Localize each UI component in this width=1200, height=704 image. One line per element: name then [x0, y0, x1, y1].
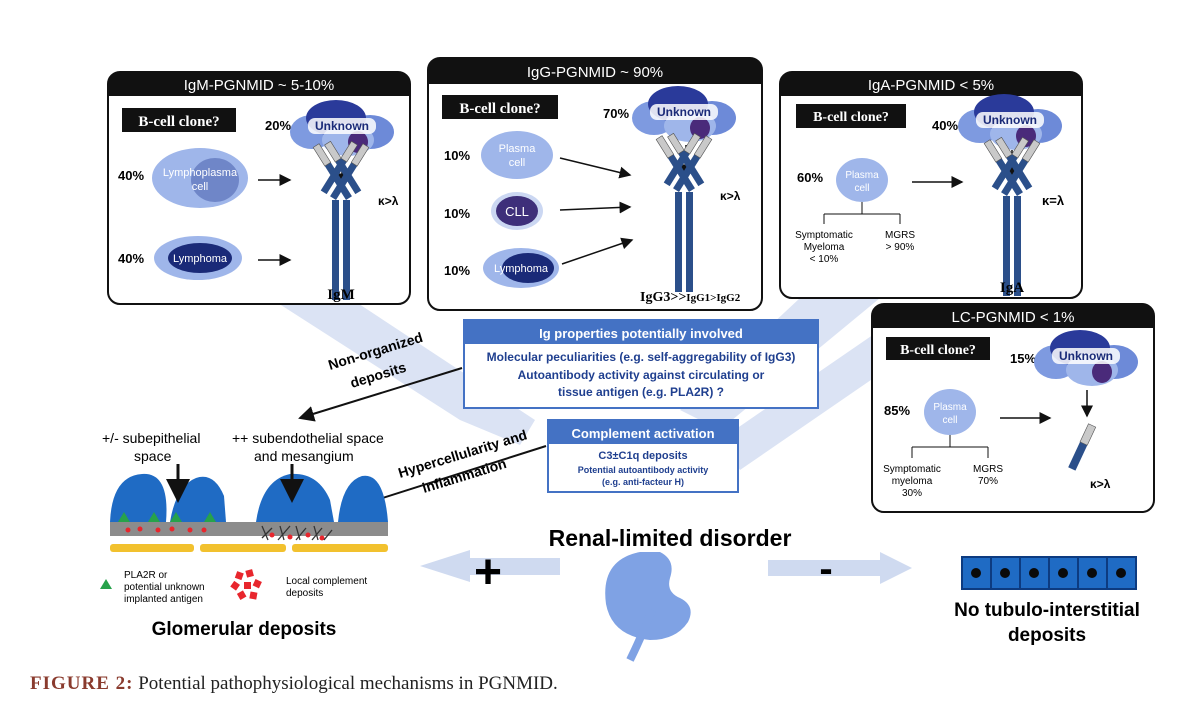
iga-cell-pct: 60% — [797, 170, 823, 185]
igm-title: IgM-PGNMID ~ 5-10% — [184, 77, 334, 94]
iga-branch-lines — [823, 202, 901, 224]
iga-branch2-2: > 90% — [886, 242, 915, 253]
caption-text: Potential pathophysiological mechanisms … — [138, 673, 558, 694]
ig-props-header: Ig properties potentially involved — [539, 326, 743, 341]
minus-sign: - — [819, 547, 832, 591]
subendothelial-label-1: ++ subendothelial space — [232, 430, 384, 446]
glomerular-diagram: +/- subepithelial space ++ subendothelia… — [100, 430, 388, 640]
lc-branch2-2: 70% — [978, 476, 998, 487]
igg-label-sub: IgG1>IgG2 — [686, 292, 740, 304]
lc-plasma-cell — [924, 389, 976, 435]
no-tubulo-1: No tubulo-interstitial — [954, 600, 1140, 621]
igg-label-main: IgG3>> — [640, 290, 686, 305]
igg-cell1-pct: 10% — [444, 148, 470, 163]
lc-cell-label-2: cell — [942, 415, 957, 426]
subepithelial-label-2: space — [134, 448, 172, 464]
tubule-icon — [961, 556, 1137, 590]
igg-unknown-label: Unknown — [657, 105, 711, 119]
lc-unknown-pct: 15% — [1010, 351, 1036, 366]
igm-cell1-label-1: Lymphoplasma — [163, 167, 238, 179]
igg-cell2-pct: 10% — [444, 206, 470, 221]
caption-label: FIGURE 2: — [30, 673, 134, 694]
iga-branch1-1: Symptomatic — [795, 230, 853, 241]
igg-cell3-pct: 10% — [444, 263, 470, 278]
complement-legend-2: deposits — [286, 588, 323, 599]
glomerular-title: Glomerular deposits — [152, 619, 337, 640]
complement-line2: Potential autoantibody activity — [578, 465, 709, 475]
lc-branch1-1: Symptomatic — [883, 464, 941, 475]
lc-cell-label-1: Plasma — [933, 402, 967, 413]
igg-panel: IgG-PGNMID ~ 90% B-cell clone? 70% Unkno… — [427, 57, 763, 311]
igm-unknown-pct: 20% — [265, 118, 291, 133]
pla2r-legend-1: PLA2R or — [124, 570, 168, 581]
ig-props-line1: Molecular peculiarities (e.g. self-aggre… — [487, 350, 796, 364]
ig-props-line3: tissue antigen (e.g. PLA2R) ? — [558, 385, 724, 399]
subendothelial-label-2: and mesangium — [254, 448, 354, 464]
renal-limited: Renal-limited disorder + - No tubulo-int… — [474, 525, 1140, 662]
pla2r-legend-3: implanted antigen — [124, 594, 203, 605]
lc-branch2-1: MGRS — [973, 464, 1003, 475]
ig-props-line2: Autoantibody activity against circulatin… — [518, 368, 765, 382]
igm-cell1-pct: 40% — [118, 168, 144, 183]
iga-panel: IgA-PGNMID < 5% B-cell clone? 40% Unknow… — [779, 71, 1083, 299]
iga-branch1-2: Myeloma — [804, 242, 845, 253]
iga-branch1-3: < 10% — [810, 254, 839, 265]
ig-properties-box: Ig properties potentially involved Molec… — [463, 319, 819, 409]
light-chain-icon — [1068, 423, 1097, 471]
renal-title: Renal-limited disorder — [549, 525, 792, 551]
iga-branch2-1: MGRS — [885, 230, 915, 241]
lc-clone-label: B-cell clone? — [900, 343, 976, 358]
igm-panel: IgM-PGNMID ~ 5-10% B-cell clone? 20% Unk… — [107, 71, 411, 305]
complement-line3: (e.g. anti-facteur H) — [602, 477, 684, 487]
lc-unknown-label: Unknown — [1059, 349, 1113, 363]
igg-cell1-label-2: cell — [509, 157, 526, 169]
iga-unknown-pct: 40% — [932, 118, 958, 133]
iga-cell-label-1: Plasma — [845, 170, 879, 181]
complement-line1: C3±C1q deposits — [598, 450, 687, 462]
igg-cell1-label-1: Plasma — [499, 143, 537, 155]
lc-panel: LC-PGNMID < 1% B-cell clone? 15% Unknown… — [871, 303, 1155, 513]
igg-clone-label: B-cell clone? — [459, 101, 540, 117]
lc-cell-pct: 85% — [884, 403, 910, 418]
igg-ratio: κ>λ — [720, 189, 741, 203]
igm-cell2-pct: 40% — [118, 251, 144, 266]
igm-label: IgM — [327, 287, 355, 303]
plasma-cell — [481, 131, 553, 179]
kidney-icon — [605, 552, 691, 640]
plus-sign: + — [474, 546, 502, 599]
complement-legend-1: Local complement — [286, 576, 367, 587]
igg-cell2-label: CLL — [505, 204, 529, 219]
iga-title: IgA-PGNMID < 5% — [868, 77, 994, 94]
iga-cell-label-2: cell — [854, 183, 869, 194]
igg-cell3-label: Lymphoma — [494, 263, 549, 275]
iga-unknown-label: Unknown — [983, 113, 1037, 127]
pla2r-legend-2: potential unknown — [124, 582, 205, 593]
iga-plasma-cell — [836, 158, 888, 202]
complement-box: Complement activation C3±C1q deposits Po… — [547, 419, 739, 493]
igm-cell2-label: Lymphoma — [173, 253, 228, 265]
iga-ratio: κ=λ — [1042, 193, 1065, 208]
subepithelial-label-1: +/- subepithelial — [102, 430, 200, 446]
igm-ratio: κ>λ — [378, 194, 399, 208]
igg-title: IgG-PGNMID ~ 90% — [527, 64, 663, 81]
figure-caption: FIGURE 2: Potential pathophysiological m… — [30, 673, 558, 695]
lc-branch-lines — [911, 435, 989, 458]
igm-unknown-label: Unknown — [315, 119, 369, 133]
igm-cell1-label-2: cell — [192, 181, 209, 193]
igm-clone-label: B-cell clone? — [138, 114, 219, 130]
iga-clone-label: B-cell clone? — [813, 110, 889, 125]
complement-header: Complement activation — [571, 426, 714, 441]
igg-unknown-pct: 70% — [603, 106, 629, 121]
lc-ratio: κ>λ — [1090, 477, 1111, 491]
iga-label: IgA — [1000, 280, 1024, 296]
no-tubulo-2: deposits — [1008, 625, 1086, 646]
lc-branch1-3: 30% — [902, 488, 922, 499]
lc-title: LC-PGNMID < 1% — [952, 309, 1075, 326]
lc-branch1-2: myeloma — [892, 476, 933, 487]
complement-legend-icon — [230, 569, 262, 600]
pla2r-legend-icon — [100, 579, 112, 589]
svg-text:IgG3>>IgG1>IgG2: IgG3>>IgG1>IgG2 — [640, 290, 741, 305]
